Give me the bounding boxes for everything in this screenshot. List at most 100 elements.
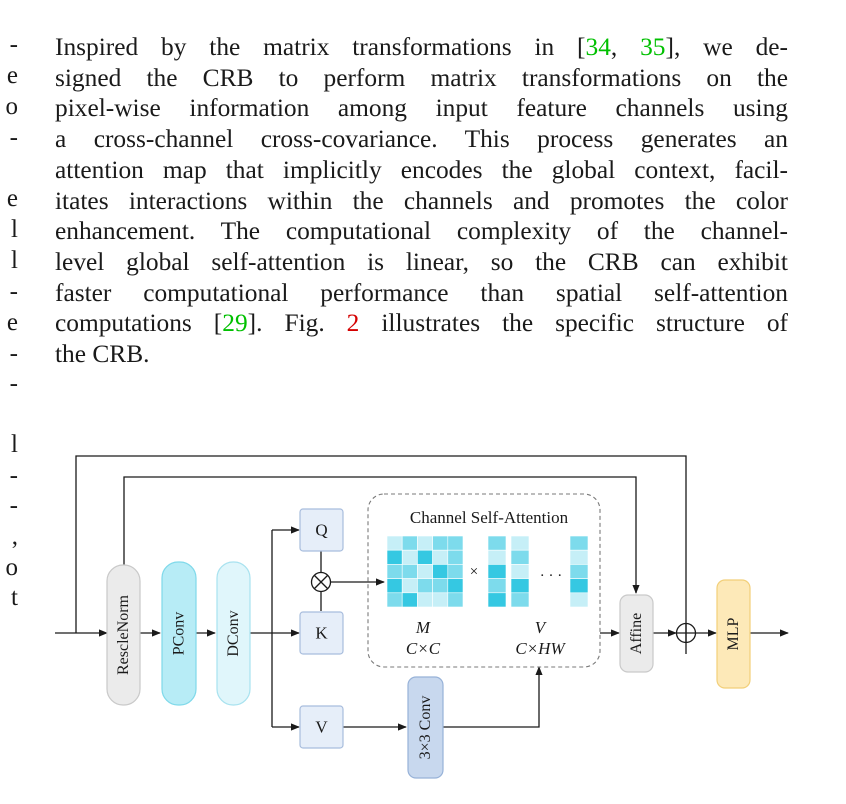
text-run: illustrates the specific structure of xyxy=(359,309,788,338)
left-fragment: - xyxy=(9,31,18,58)
block-shape xyxy=(299,611,344,655)
figure-blocks: RescleNorm PConv DConv Q K V 3×3 Conv Affine MLP xyxy=(106,508,751,779)
left-fragment: - xyxy=(9,370,18,397)
text-run: enhancement. The computational complexit… xyxy=(55,217,788,246)
m-matrix-cell xyxy=(432,578,449,594)
block-label: K xyxy=(315,624,328,643)
paragraph-line: itates interactions within the channels … xyxy=(55,186,788,217)
paragraph-line: faster computational performance than sp… xyxy=(55,278,788,309)
text-run: signed the CRB to perform matrix transfo… xyxy=(55,63,788,92)
m-matrix-cell xyxy=(386,564,403,579)
v-matrix-cell xyxy=(510,578,530,594)
paragraph-line: enhancement. The computational complexit… xyxy=(55,216,788,247)
block-v: V xyxy=(299,705,344,749)
citation-link[interactable]: 29 xyxy=(222,309,248,338)
multiply-icon-stroke-b xyxy=(314,575,328,589)
m-matrix-cell xyxy=(401,592,418,608)
m-matrix-cell xyxy=(447,592,464,608)
block-shape xyxy=(299,705,344,749)
left-fragment: l xyxy=(11,216,18,243)
text-run: itates interactions within the channels … xyxy=(55,186,788,215)
m-dimension: C×C xyxy=(406,639,441,658)
block-conv3x3: 3×3 Conv xyxy=(407,676,444,779)
text-run: a cross-channel cross-covariance. This p… xyxy=(55,125,788,154)
v-matrix-cell xyxy=(569,592,589,608)
block-shape xyxy=(716,579,751,689)
left-fragment: l xyxy=(11,247,18,274)
text-run: the CRB. xyxy=(55,340,150,369)
block-label: 3×3 Conv xyxy=(417,696,434,760)
block-label: V xyxy=(315,718,328,737)
v-matrix-cell xyxy=(510,564,530,579)
text-run: level global self-attention is linear, s… xyxy=(55,247,788,276)
body-paragraph: Inspired by the matrix transformations i… xyxy=(55,32,788,370)
paragraph-line: the CRB. xyxy=(55,339,788,370)
block-label: Affine xyxy=(628,613,645,654)
m-matrix-cell xyxy=(447,549,464,565)
left-fragment: l xyxy=(11,431,18,458)
left-fragment: - xyxy=(9,124,18,151)
text-run: pixel-wise information among input featu… xyxy=(55,94,788,123)
m-matrix-cell xyxy=(386,592,403,608)
left-fragment: - xyxy=(9,278,18,305)
block-label: Q xyxy=(315,521,327,540)
block-k: K xyxy=(299,611,344,655)
m-matrix-cell xyxy=(432,549,449,565)
m-matrix-cell xyxy=(432,592,449,608)
v-matrix-cell xyxy=(510,592,530,608)
v-label: V xyxy=(535,618,548,637)
left-fragment: e xyxy=(6,309,18,336)
m-matrix-cell xyxy=(401,578,418,594)
left-fragment: - xyxy=(9,340,18,367)
block-shape xyxy=(161,561,197,706)
block-affine: Affine xyxy=(619,594,654,673)
m-matrix-cell xyxy=(417,535,433,551)
figure-ref-link[interactable]: 2 xyxy=(346,309,360,338)
block-label: PConv xyxy=(171,612,188,656)
m-matrix-cell xyxy=(386,578,403,594)
inner-skip-connection xyxy=(123,476,640,594)
block-shape xyxy=(106,564,141,706)
m-matrix-cell xyxy=(401,564,418,579)
left-fragment: , xyxy=(11,523,18,550)
v-dimension: C×HW xyxy=(515,639,566,658)
block-rescale-norm: RescleNorm xyxy=(106,564,141,706)
citation-link[interactable]: 35 xyxy=(640,33,666,61)
citation-link[interactable]: 34 xyxy=(585,33,611,61)
text-run: ]. Fig. xyxy=(247,309,347,338)
times-symbol: × xyxy=(470,564,478,580)
text-run: Inspired by the matrix transformations i… xyxy=(55,33,586,61)
v-matrix-cell xyxy=(510,535,530,551)
left-fragment: - xyxy=(9,462,18,489)
text-run: , xyxy=(610,33,641,61)
block-dconv: DConv xyxy=(216,561,251,706)
m-matrix-cell xyxy=(401,549,418,565)
v-matrix-cell xyxy=(569,535,589,551)
left-fragment: - xyxy=(9,492,18,519)
v-matrix-cell xyxy=(487,592,507,608)
m-matrix-cell xyxy=(417,564,433,579)
paragraph-line: signed the CRB to perform matrix transfo… xyxy=(55,63,788,94)
m-label: M xyxy=(415,618,431,637)
left-fragment: e xyxy=(6,62,18,89)
m-matrix-cell xyxy=(401,535,418,551)
m-matrix-cell xyxy=(386,535,403,551)
outer-skip-connection xyxy=(75,455,687,654)
v-matrix-cell xyxy=(510,549,530,565)
m-matrix-cell xyxy=(447,564,464,579)
paragraph-line: a cross-channel cross-covariance. This p… xyxy=(55,124,788,155)
paragraph-line: level global self-attention is linear, s… xyxy=(55,247,788,278)
ellipsis: · · · xyxy=(540,568,563,584)
v-matrix-cell xyxy=(487,535,507,551)
m-matrix-cell xyxy=(432,535,449,551)
m-matrix-cell xyxy=(447,578,464,594)
multiply-icon xyxy=(310,571,332,593)
m-matrix-cell xyxy=(386,549,403,565)
block-label: RescleNorm xyxy=(115,594,132,675)
v-matrix-cell xyxy=(569,549,589,565)
m-matrix-cell xyxy=(432,564,449,579)
block-mlp: MLP xyxy=(716,579,751,689)
conv-to-attention-arrow xyxy=(443,666,543,728)
block-q: Q xyxy=(299,508,344,552)
